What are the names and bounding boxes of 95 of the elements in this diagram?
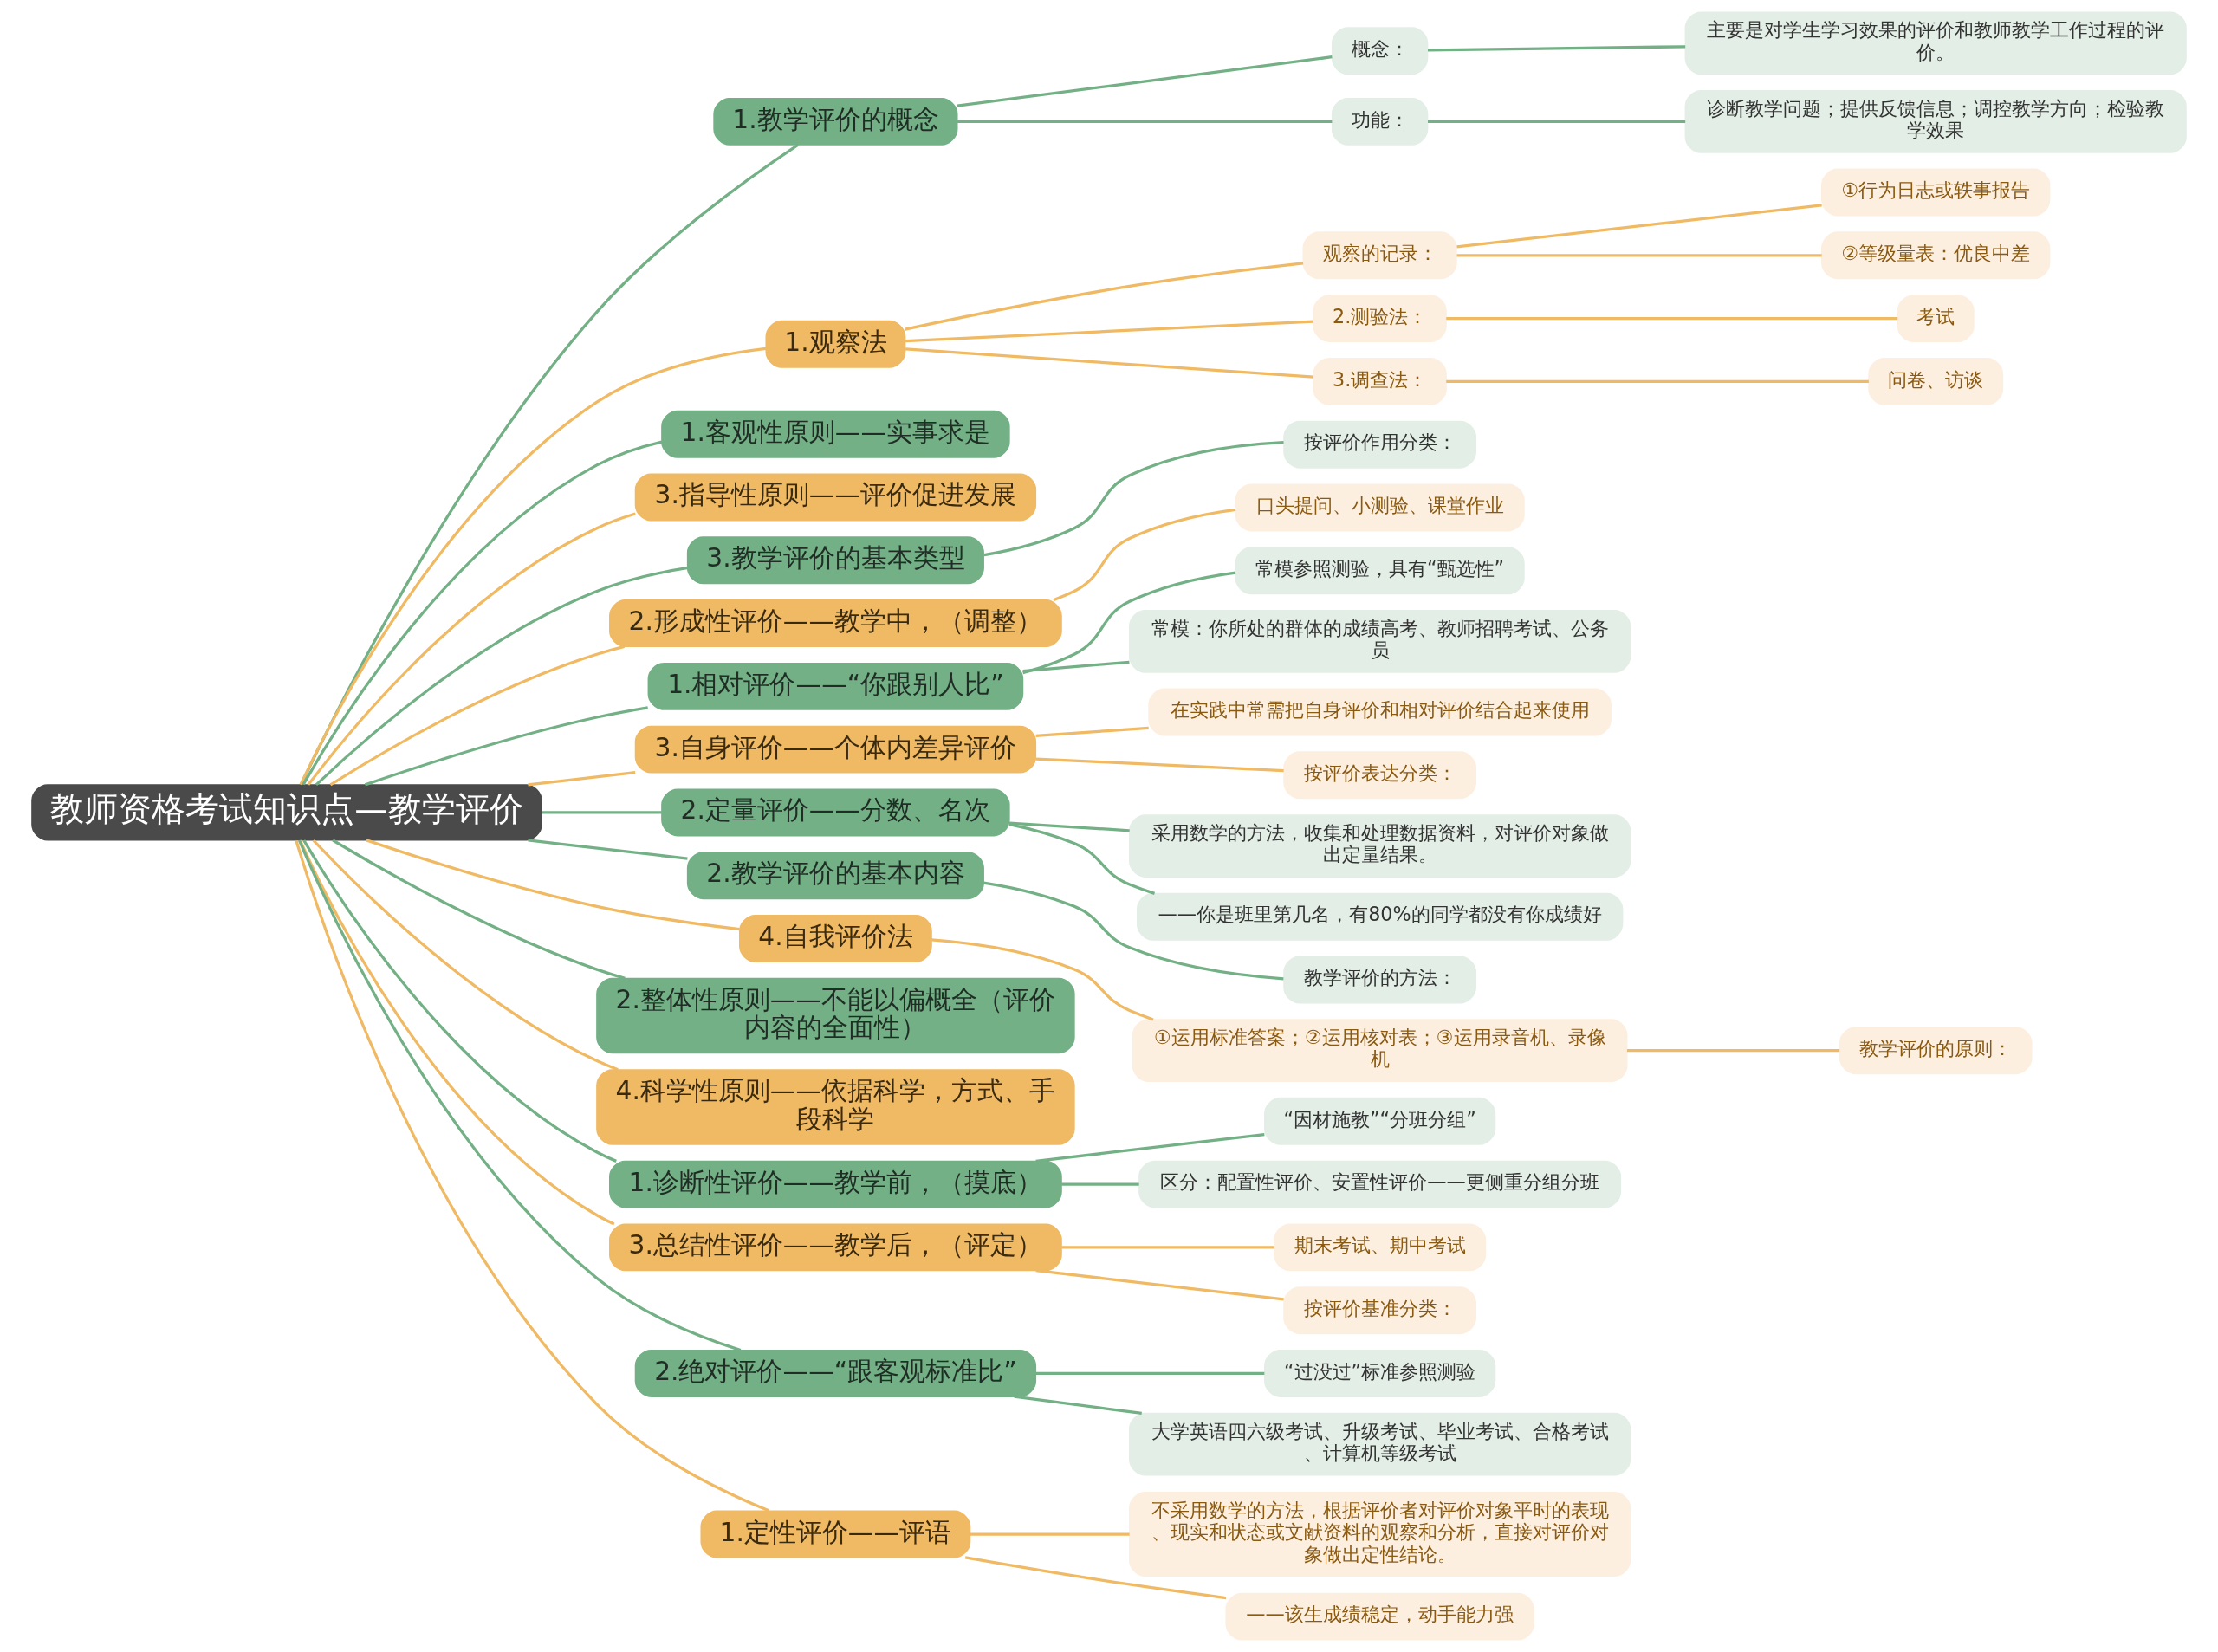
connector xyxy=(302,839,617,1163)
node-box: 期末考试、期中考试 xyxy=(1274,1223,1487,1272)
node-box: 3.指导性原则——评价促进发展 xyxy=(634,473,1037,522)
connector xyxy=(983,881,1284,981)
node-box: 2.形成性评价——教学中，（调整） xyxy=(609,599,1062,648)
connector xyxy=(297,839,742,1352)
connector xyxy=(307,512,636,786)
connector xyxy=(528,839,688,860)
connector xyxy=(1014,1395,1142,1415)
connector xyxy=(1035,1133,1265,1163)
connector xyxy=(905,262,1304,331)
connector xyxy=(542,811,662,814)
node-box: 1.相对评价——“你跟别人比” xyxy=(647,662,1024,710)
connector xyxy=(1626,1049,1840,1053)
node-box: 4.科学性原则——依据科学，方式、手段科学 xyxy=(596,1069,1075,1145)
node-box: 1.定性评价——评语 xyxy=(700,1510,971,1558)
node-box: 按评价作用分类： xyxy=(1283,420,1476,469)
connector xyxy=(1061,1182,1139,1186)
connector xyxy=(528,771,636,787)
connector xyxy=(1427,45,1686,52)
connector xyxy=(1456,254,1822,257)
node-box: 按评价表达分类： xyxy=(1283,751,1476,800)
node-box: “过没过”标准参照测验 xyxy=(1263,1349,1496,1397)
connector xyxy=(905,347,1314,379)
connector xyxy=(315,567,688,787)
node-box: 4.自我评价法 xyxy=(739,914,932,962)
node-box: 2.测验法： xyxy=(1313,295,1447,343)
connector xyxy=(1428,120,1686,124)
node-box: 教学评价的方法： xyxy=(1283,956,1476,1004)
connector xyxy=(1035,1269,1284,1301)
connector xyxy=(332,839,626,980)
node-box: 常模：你所处的群体的成绩高考、教师招聘考试、公务员 xyxy=(1129,610,1631,673)
node-box: 不采用数学的方法，根据评价者对评价对象平时的表现、现实和状态或文献资料的观察和分析，直接对评价对象做出定性结论。 xyxy=(1129,1492,1631,1577)
node-box: 3.自身评价——个体内差异评价 xyxy=(634,725,1037,774)
node-box: 概念： xyxy=(1331,27,1429,75)
node-box: 考试 xyxy=(1897,295,1975,343)
node-box: 口头提问、小测验、课堂作业 xyxy=(1235,483,1525,532)
node-box: ——你是班里第几名，有80%的同学都没有你成绩好 xyxy=(1136,892,1624,941)
connector xyxy=(329,645,625,787)
node-box: ——该生成绩稳定，动手能力强 xyxy=(1225,1592,1534,1641)
connector xyxy=(1008,821,1130,832)
connector xyxy=(1035,726,1149,737)
connector xyxy=(298,839,615,1226)
connector xyxy=(1035,757,1284,773)
connector xyxy=(957,55,1333,107)
node-box: 1.诊断性评价——教学前，（摸底） xyxy=(609,1160,1062,1208)
connector xyxy=(1446,379,1869,384)
node-box: 2.教学评价的基本内容 xyxy=(686,852,984,900)
connector xyxy=(1022,571,1236,675)
node-box: 大学英语四六级考试、升级考试、毕业考试、合格考试、计算机等级考试 xyxy=(1129,1412,1631,1476)
connector xyxy=(964,1556,1227,1600)
connector xyxy=(1035,1371,1265,1376)
node-box: “因材施教”“分班分组” xyxy=(1263,1097,1496,1145)
connector xyxy=(1022,660,1130,673)
connector xyxy=(312,839,619,1072)
node-box: 问卷、访谈 xyxy=(1868,357,2004,405)
connector xyxy=(299,347,767,786)
node-box: 在实践中常需把自身评价和相对评价结合起来使用 xyxy=(1148,688,1612,736)
node-box: 1.教学评价的概念 xyxy=(713,97,958,146)
node-box: 2.整体性原则——不能以偏概全（评价内容的全面性） xyxy=(596,977,1075,1054)
node-box: 区分：配置性评价、安置性评价——更侧重分组分班 xyxy=(1138,1160,1622,1208)
node-box: 教师资格考试知识点—教学评价 xyxy=(31,784,542,841)
connector xyxy=(364,706,648,787)
connector xyxy=(1008,823,1156,895)
connector xyxy=(1061,1246,1274,1249)
connector xyxy=(931,938,1154,1021)
connector xyxy=(1053,508,1236,602)
connector xyxy=(295,840,770,1513)
node-box: ①行为日志或轶事报告 xyxy=(1821,168,2051,217)
connector xyxy=(366,839,740,931)
node-box: 3.调查法： xyxy=(1313,357,1447,405)
node-box: 3.教学评价的基本类型 xyxy=(686,536,984,585)
node-box: 采用数学的方法，收集和处理数据资料，对评价对象做出定量结果。 xyxy=(1129,814,1631,878)
node-box: 1.观察法 xyxy=(765,320,906,368)
connector xyxy=(970,1532,1130,1536)
connector xyxy=(983,441,1284,557)
node-box: 2.定量评价——分数、名次 xyxy=(661,788,1010,837)
connector xyxy=(957,120,1333,124)
node-box: 诊断教学问题；提供反馈信息；调控教学方向；检验教学效果 xyxy=(1684,90,2187,153)
node-box: 教学评价的原则： xyxy=(1839,1027,2033,1075)
node-box: 观察的记录： xyxy=(1302,231,1457,280)
node-box: 1.客观性原则——实事求是 xyxy=(661,410,1010,458)
connector xyxy=(905,320,1314,343)
connector xyxy=(1456,204,1822,249)
node-box: ①运用标准答案；②运用核对表；③运用录音机、录像机 xyxy=(1132,1019,1628,1083)
node-box: 3.总结性评价——教学后，（评定） xyxy=(609,1223,1062,1272)
node-box: 常模参照测验，具有“甄选性” xyxy=(1235,547,1525,595)
connector xyxy=(1446,316,1898,321)
node-box: ②等级量表：优良中差 xyxy=(1821,231,2051,280)
connector xyxy=(302,440,663,786)
node-box: 2.绝对评价——“跟客观标准比” xyxy=(634,1349,1037,1397)
node-box: 主要是对学生学习效果的评价和教师教学工作过程的评价。 xyxy=(1684,11,2187,75)
node-box: 按评价基准分类： xyxy=(1283,1286,1476,1335)
connector xyxy=(299,143,800,786)
node-box: 功能： xyxy=(1331,97,1429,146)
